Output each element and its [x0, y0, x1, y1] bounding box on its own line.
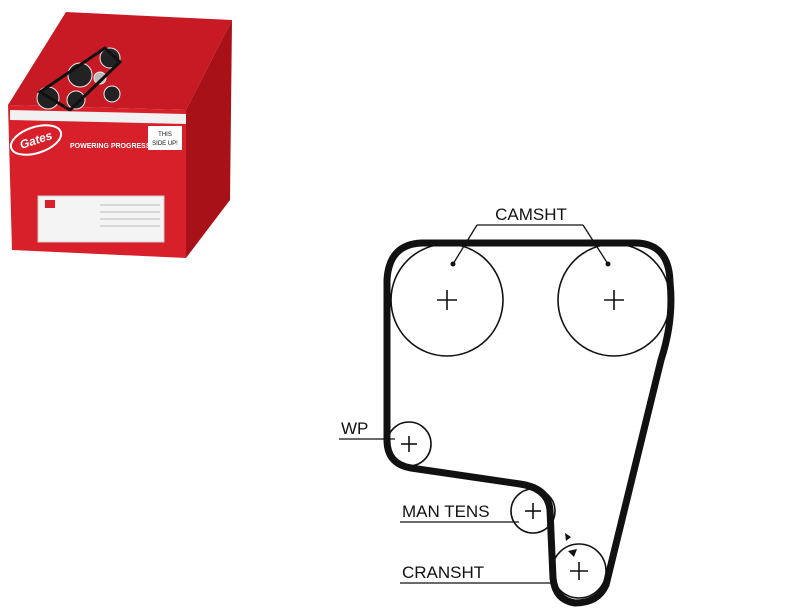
box-white-strip [10, 110, 186, 124]
product-box-image: Gates POWERING PROGRESS™ THIS SIDE UP! [8, 12, 232, 258]
label-logo-mark [45, 200, 55, 208]
crankshaft-timing-mark-upper [565, 533, 571, 541]
orientation-badge-line2: SIDE UP! [152, 141, 178, 147]
timing-belt [383, 239, 675, 607]
camshaft-leader-lines [452, 224, 609, 265]
box-side-face [186, 20, 232, 258]
product-label-lines [100, 204, 160, 227]
water-pump-label: WP [341, 419, 368, 438]
orientation-badge-line1: THIS [158, 132, 172, 138]
manual-tensioner-label: MAN TENS [402, 502, 490, 521]
camshaft-label: CAMSHT [495, 205, 567, 224]
crankshaft-timing-mark-lower [568, 549, 577, 557]
crankshaft-label: CRANSHT [402, 563, 484, 582]
gates-logo: Gates [9, 124, 63, 156]
pulley-center-marks [401, 290, 624, 580]
orientation-badge [148, 126, 182, 150]
tagline-text: POWERING PROGRESS™ [70, 143, 158, 150]
belt-illustration [37, 46, 123, 112]
